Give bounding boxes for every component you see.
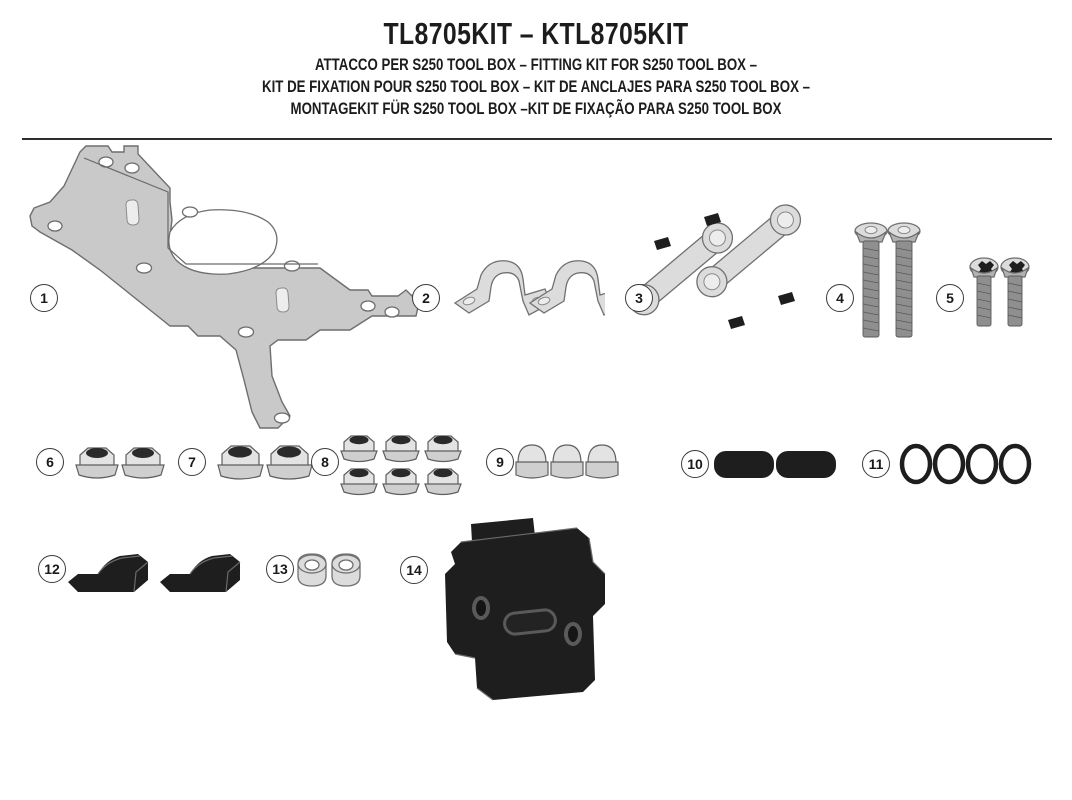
subtitle-line-1: ATTACCO PER S250 TOOL BOX – FITTING KIT … (314, 55, 758, 74)
part-7-flanged-hex-nut-large (214, 441, 314, 487)
callout-14-label: 14 (406, 562, 422, 578)
callout-11: 11 (862, 450, 890, 478)
part-11-o-ring-washer (899, 442, 1034, 486)
subtitle-line-2: KIT DE FIXATION POUR S250 TOOL BOX – KIT… (262, 76, 810, 96)
callout-14: 14 (400, 556, 428, 584)
callout-9: 9 (486, 448, 514, 476)
diagram-header: TL8705KIT – KTL8705KIT ATTACCO PER S250 … (0, 0, 1072, 119)
callout-3: 3 (625, 284, 653, 312)
callout-13-label: 13 (272, 561, 288, 577)
callout-12: 12 (38, 555, 66, 583)
callout-7: 7 (178, 448, 206, 476)
callout-1: 1 (30, 284, 58, 312)
part-14-black-mounting-backing-plate (437, 512, 617, 707)
part-2-u-shaped-saddle-clamp (445, 245, 627, 335)
part-13-cylindrical-spacer-bushing (296, 552, 372, 592)
callout-8: 8 (311, 448, 339, 476)
part-6-flanged-hex-nut-small (72, 443, 168, 485)
callout-10-label: 10 (687, 456, 703, 472)
part-1-main-mounting-bracket-plate (20, 140, 440, 440)
page-title: TL8705KIT – KTL8705KIT (383, 16, 689, 51)
part-9-domed-cap-nut (514, 441, 624, 487)
callout-10: 10 (681, 450, 709, 478)
callout-11-label: 11 (868, 456, 884, 472)
callout-12-label: 12 (44, 561, 60, 577)
part-12-angled-rubber-wedge-block (64, 546, 244, 606)
part-4-long-countersunk-hex-bolt (852, 218, 932, 343)
part-10-rubber-pad-strip (714, 449, 844, 481)
callout-4: 4 (826, 284, 854, 312)
part-5-short-flanged-torx-screw (968, 255, 1038, 335)
part-8-flanged-hex-nut-set (338, 432, 478, 498)
part-3-link-bar-spacer-arm (618, 195, 818, 355)
callout-5: 5 (936, 284, 964, 312)
callout-6: 6 (36, 448, 64, 476)
callout-13: 13 (266, 555, 294, 583)
subtitle-line-3: MONTAGEKIT FÜR S250 TOOL BOX –KIT DE FIX… (290, 98, 782, 118)
callout-2: 2 (412, 284, 440, 312)
header-divider-rule (22, 138, 1052, 140)
